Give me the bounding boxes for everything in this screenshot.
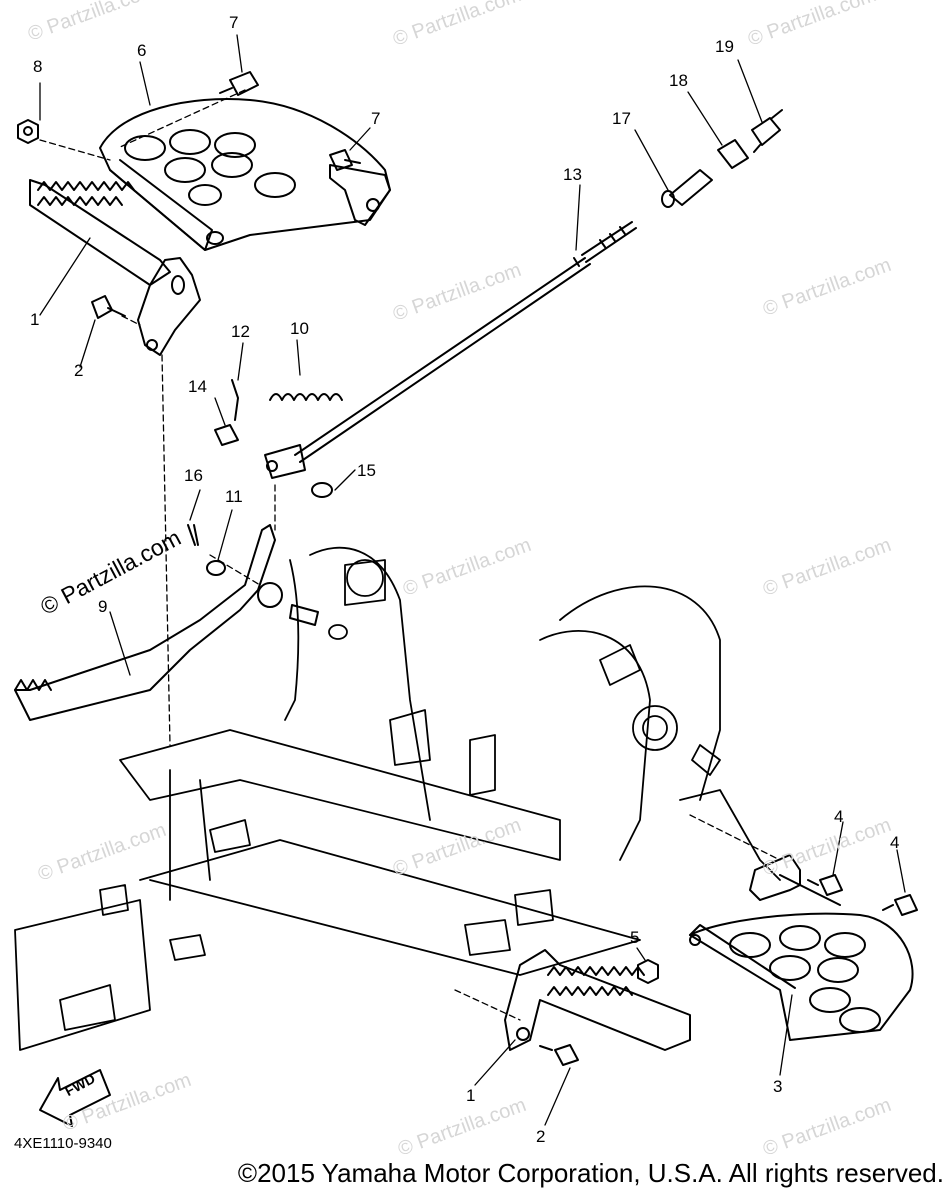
brake-pedal	[14, 524, 319, 721]
cotter-16	[187, 524, 199, 546]
left-footrest-bar	[29, 179, 201, 356]
fwd-arrow	[39, 1069, 111, 1127]
callout-15: 15	[357, 461, 376, 480]
bolt-4-b	[882, 894, 918, 916]
callout-17: 17	[612, 109, 631, 128]
callout-14: 14	[188, 377, 207, 396]
callout-7: 7	[229, 13, 239, 32]
spring-10	[269, 393, 343, 401]
callout-10: 10	[290, 319, 309, 338]
callout-9: 9	[98, 597, 108, 616]
callout-13: 13	[563, 165, 582, 184]
callout-18: 18	[669, 71, 688, 90]
callout-1: 1	[30, 310, 40, 329]
callout-3: 3	[773, 1077, 783, 1096]
left-footrest-pin	[329, 164, 391, 226]
right-footrest-pin	[749, 854, 841, 906]
callout-2: 2	[536, 1127, 546, 1146]
bolt-7-top	[219, 71, 259, 96]
bolt-2-right	[539, 1044, 579, 1066]
washer-11	[206, 560, 226, 576]
copyright: ©2015 Yamaha Motor Corporation, U.S.A. A…	[237, 1158, 944, 1188]
callout-5: 5	[630, 928, 640, 947]
pin-14	[214, 424, 239, 446]
bolt-4-a	[807, 874, 843, 896]
callout-8: 8	[33, 57, 43, 76]
callout-4: 4	[834, 807, 844, 826]
right-footrest-plate	[689, 912, 914, 1041]
collar-18	[717, 139, 749, 169]
wing-nut-19	[751, 109, 783, 153]
callout-6: 6	[137, 41, 147, 60]
callout-4: 4	[890, 833, 900, 852]
nut-5	[637, 959, 659, 984]
pin-12	[231, 379, 239, 421]
washer-15	[311, 482, 333, 498]
bolt-7-right	[329, 149, 361, 171]
callout-7: 7	[371, 109, 381, 128]
brake-rod	[294, 221, 637, 463]
callout-16: 16	[184, 466, 203, 485]
rod-yoke	[264, 444, 306, 479]
nut-8	[17, 119, 39, 144]
callout-2: 2	[74, 361, 84, 380]
frame	[14, 546, 781, 1051]
right-footrest-bar	[504, 949, 691, 1051]
bolt-2-left	[91, 295, 126, 319]
callout-12: 12	[231, 322, 250, 341]
diagram-code: 4XE1110-9340	[14, 1135, 112, 1152]
spring-17	[661, 169, 713, 208]
callout-lines	[39, 34, 906, 1126]
left-footrest-plate	[99, 98, 391, 251]
callout-19: 19	[715, 37, 734, 56]
callout-1: 1	[466, 1086, 476, 1105]
callout-11: 11	[225, 487, 243, 506]
